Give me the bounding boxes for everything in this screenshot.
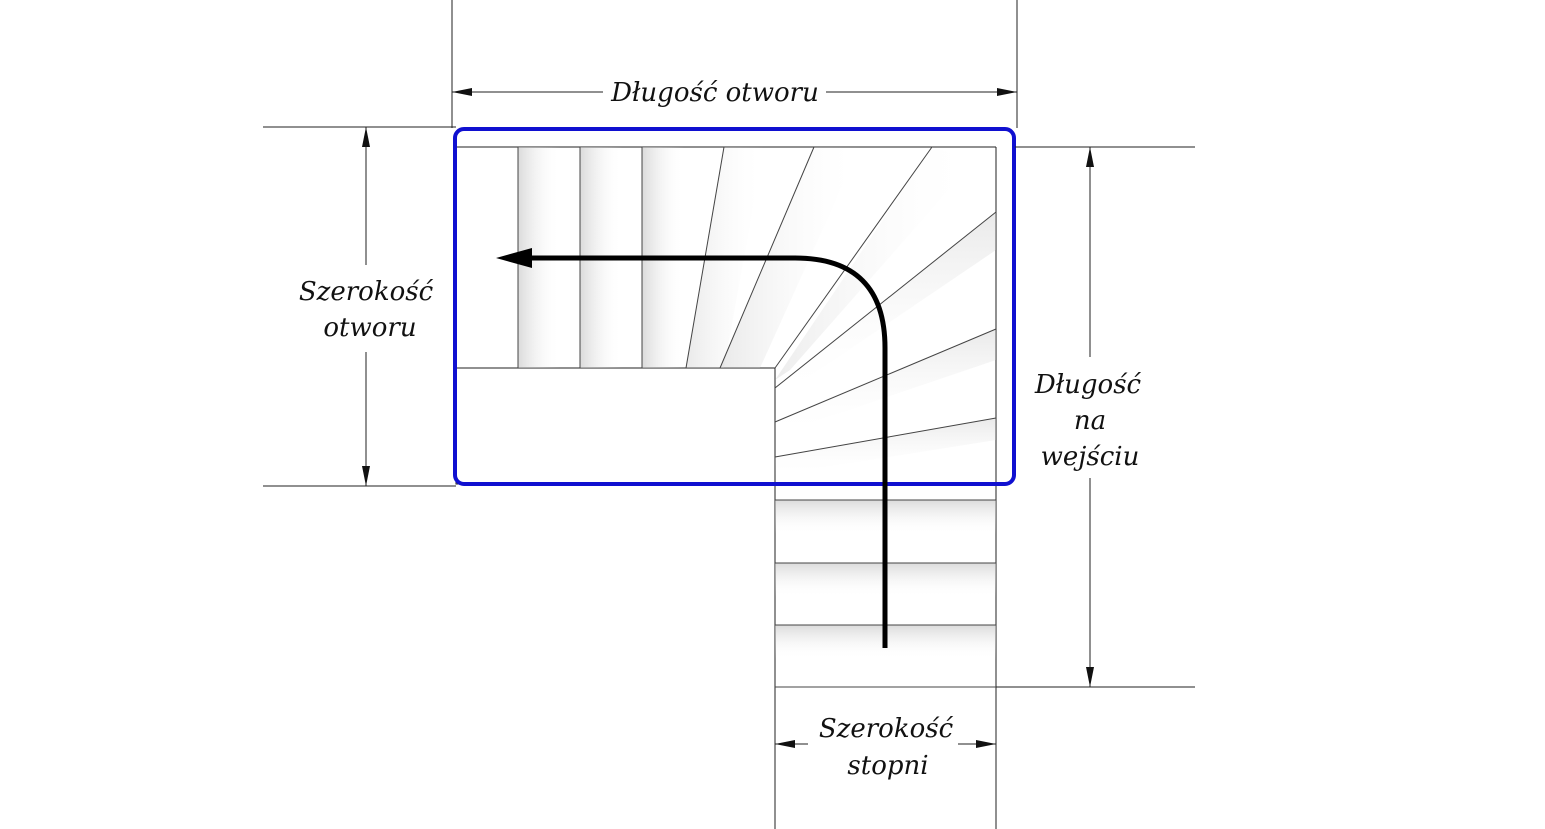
label-entry-length-line2: na [1074,406,1106,436]
label-opening-width-line2: otworu [323,313,416,343]
label-entry-length-line1: Długość [1034,370,1142,400]
dimension-step-width: Szerokość stopni [775,714,996,781]
dimension-opening-width: Szerokość otworu [299,127,434,486]
label-opening-width-line1: Szerokość [299,277,434,307]
label-step-width-line2: stopni [847,751,928,781]
extension-lines [263,0,1195,688]
label-opening-length: Długość otworu [610,78,819,108]
landing-block [455,367,776,485]
dimension-opening-length: Długość otworu [452,78,1017,108]
walk-line [496,248,888,648]
label-entry-length-line3: wejściu [1041,442,1140,472]
walk-arrow-head [496,248,532,268]
dimension-entry-length: Długość na wejściu [1034,147,1142,687]
label-step-width-line1: Szerokość [819,714,954,744]
opening-outline [453,127,1016,486]
tread-line [774,211,997,389]
tread-line [774,146,933,369]
